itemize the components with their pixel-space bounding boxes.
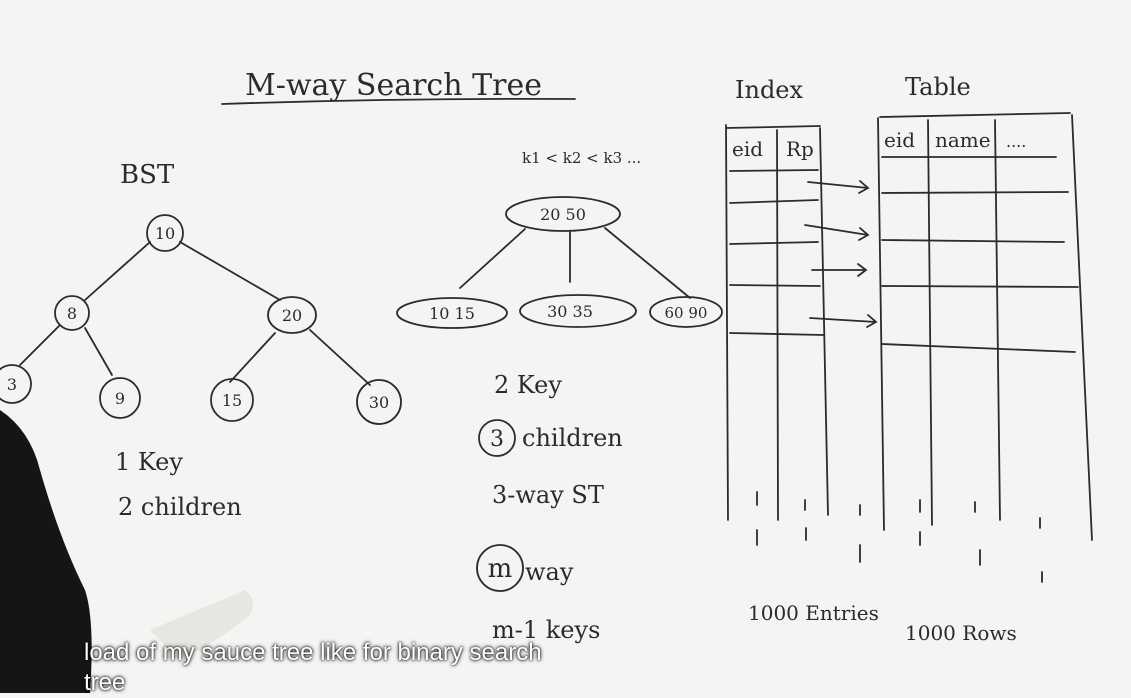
table-col-eid: eid xyxy=(884,128,915,152)
table-col-name: name xyxy=(935,128,991,152)
title-underline xyxy=(221,97,576,105)
continuation-dashes xyxy=(756,491,1043,583)
bst-edges xyxy=(19,241,371,386)
bst-node: 9 xyxy=(99,377,141,419)
index-heading: Index xyxy=(735,76,804,104)
pointer-arrows xyxy=(804,180,878,328)
mway-child-node: 30 35 xyxy=(519,294,637,328)
index-col-eid: eid xyxy=(732,137,763,161)
mway-note-keys: 2 Key xyxy=(494,371,562,399)
m-circle xyxy=(476,544,524,592)
bst-node-label: 8 xyxy=(67,304,77,323)
bst-node-label: 20 xyxy=(282,306,302,325)
mway-edges xyxy=(459,227,691,299)
index-col-rp: Rp xyxy=(786,137,814,161)
mway-child-keys: 60 90 xyxy=(665,304,708,322)
bst-node: 10 xyxy=(146,214,184,252)
index-footer: 1000 Entries xyxy=(748,601,879,625)
mway-child-keys: 10 15 xyxy=(429,304,475,323)
index-grid xyxy=(725,124,829,521)
mway-children-count: 3 xyxy=(490,427,504,452)
bst-node-label: 9 xyxy=(115,389,125,408)
bst-node-label: 15 xyxy=(222,391,242,410)
children-count-circle xyxy=(478,419,516,457)
key-order-condition: k1 < k2 < k3 ... xyxy=(522,149,641,167)
mway-note-children: children xyxy=(522,424,623,452)
bst-node: 20 xyxy=(267,296,317,334)
mway-child-node: 60 90 xyxy=(649,296,723,328)
table-heading: Table xyxy=(905,73,971,101)
table-col-more: .... xyxy=(1006,132,1026,151)
bst-heading: BST xyxy=(120,160,175,190)
mway-child-node: 10 15 xyxy=(396,297,508,329)
mway-root-keys: 20 50 xyxy=(540,205,586,224)
bst-node-label: 3 xyxy=(7,375,17,394)
bst-note-children: 2 children xyxy=(118,493,242,521)
m-keys-label: m-1 keys xyxy=(492,616,600,644)
bst-node-label: 30 xyxy=(369,393,389,412)
table-footer: 1000 Rows xyxy=(905,621,1017,645)
bst-note-keys: 1 Key xyxy=(115,448,183,476)
bst-node: 8 xyxy=(54,295,90,331)
bst-node: 30 xyxy=(356,379,402,425)
mway-note-type: 3-way ST xyxy=(492,481,604,509)
m-label: m xyxy=(488,554,513,584)
bst-node: 15 xyxy=(210,378,254,422)
bst-node-label: 10 xyxy=(155,224,175,243)
board-title: M-way Search Tree xyxy=(245,68,542,103)
video-subtitle: load of my sauce tree like for binary se… xyxy=(84,639,542,696)
mway-root-node: 20 50 xyxy=(505,196,621,232)
mway-child-keys: 30 35 xyxy=(547,302,593,321)
m-way-label: way xyxy=(525,558,574,586)
presenter-silhouette xyxy=(0,410,92,693)
bst-node: 3 xyxy=(0,364,32,404)
table-grid xyxy=(877,112,1093,541)
marker-hand xyxy=(150,590,254,660)
